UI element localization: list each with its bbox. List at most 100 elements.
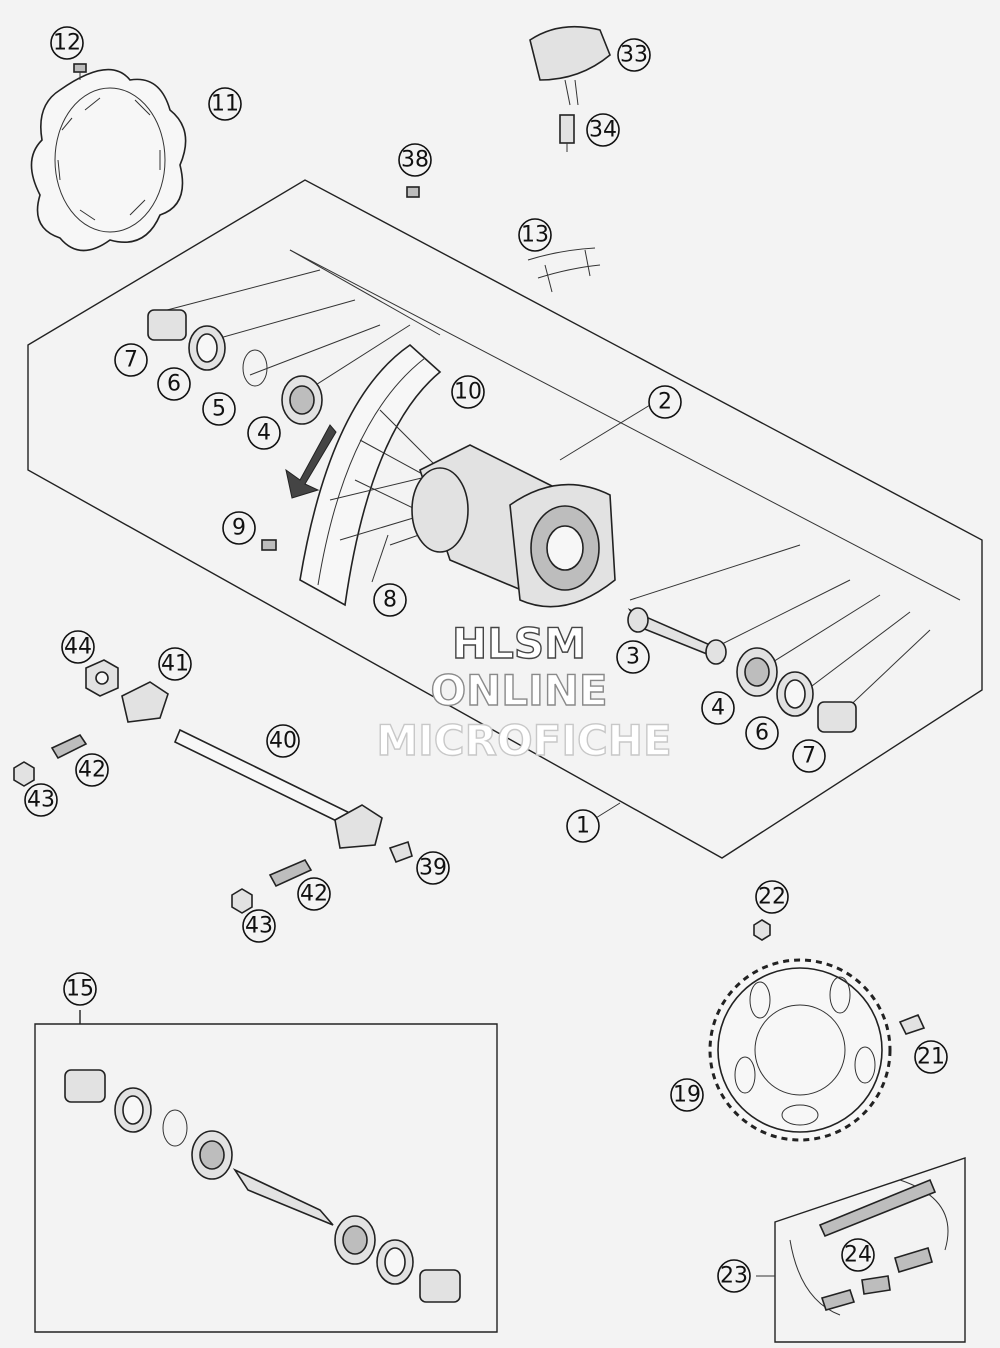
- svg-text:40: 40: [269, 729, 297, 754]
- svg-text:24: 24: [844, 1243, 872, 1268]
- callout-3[interactable]: 3: [616, 640, 650, 674]
- circlip-left-icon: [242, 349, 268, 387]
- nut-left-icon: [13, 761, 35, 787]
- callout-34[interactable]: 34: [586, 113, 620, 147]
- nut-right-icon: [231, 888, 253, 914]
- sprocket-bolt-icon: [898, 1013, 926, 1035]
- callout-33[interactable]: 33: [617, 38, 651, 72]
- callout-8[interactable]: 8: [373, 583, 407, 617]
- svg-text:42: 42: [78, 758, 106, 783]
- callout-40[interactable]: 40: [266, 724, 300, 758]
- svg-text:1: 1: [576, 814, 590, 839]
- chain-adjuster-right-icon: [334, 804, 383, 849]
- svg-text:23: 23: [720, 1264, 748, 1289]
- watermark: HLSM ONLINE MICROFICHE: [376, 618, 673, 765]
- svg-text:9: 9: [232, 516, 246, 541]
- svg-text:15: 15: [66, 977, 94, 1002]
- watermark-line1: HLSM: [452, 619, 586, 668]
- chain-block-icon: [529, 25, 611, 106]
- callout-43a[interactable]: 43: [24, 783, 58, 817]
- callout-43b[interactable]: 43: [242, 909, 276, 943]
- callout-6a[interactable]: 6: [157, 367, 191, 401]
- callout-2[interactable]: 2: [648, 385, 682, 419]
- chain-box: [756, 1157, 966, 1343]
- svg-text:8: 8: [383, 588, 397, 613]
- bearing-kit-box: [34, 1010, 498, 1333]
- callout-12[interactable]: 12: [50, 26, 84, 60]
- plug-39-icon: [388, 840, 413, 864]
- svg-text:13: 13: [521, 223, 549, 248]
- chain-adjuster-left-icon: [121, 681, 169, 723]
- callout-21[interactable]: 21: [914, 1040, 948, 1074]
- callout-15[interactable]: 15: [63, 972, 97, 1006]
- svg-text:44: 44: [64, 635, 92, 660]
- svg-text:34: 34: [589, 118, 617, 143]
- callout-6b[interactable]: 6: [745, 716, 779, 750]
- bolt-34-icon: [559, 114, 575, 152]
- adjuster-screw-right-icon: [268, 858, 313, 888]
- callouts: 1 2 3 4 4 5 6 6 7 7 8 9 10 11 12 13 15 1…: [24, 26, 948, 1293]
- callout-9[interactable]: 9: [222, 511, 256, 545]
- svg-text:2: 2: [658, 390, 672, 415]
- callout-44[interactable]: 44: [61, 630, 95, 664]
- svg-text:43: 43: [27, 788, 55, 813]
- callout-7a[interactable]: 7: [114, 343, 148, 377]
- svg-text:42: 42: [300, 882, 328, 907]
- svg-text:6: 6: [167, 372, 181, 397]
- svg-text:19: 19: [673, 1083, 701, 1108]
- svg-text:43: 43: [245, 914, 273, 939]
- callout-19[interactable]: 19: [670, 1078, 704, 1112]
- svg-text:4: 4: [711, 696, 725, 721]
- bearing-left-icon: [281, 375, 323, 425]
- callout-42b[interactable]: 42: [297, 877, 331, 911]
- callout-4b[interactable]: 4: [701, 691, 735, 725]
- sprocket-icon: [708, 958, 892, 1142]
- spoke-nipple-icon: [261, 539, 277, 551]
- rim-icon: [299, 343, 442, 607]
- svg-text:38: 38: [401, 148, 429, 173]
- callout-1[interactable]: 1: [566, 809, 600, 843]
- spacer-right-icon: [817, 701, 857, 733]
- adjuster-screw-left-icon: [50, 733, 88, 760]
- svg-text:11: 11: [211, 92, 239, 117]
- svg-text:21: 21: [917, 1045, 945, 1070]
- valve-cap-icon: [406, 186, 420, 198]
- callout-7b[interactable]: 7: [792, 739, 826, 773]
- callout-13[interactable]: 13: [518, 218, 552, 252]
- callout-39[interactable]: 39: [416, 851, 450, 885]
- callout-11[interactable]: 11: [208, 87, 242, 121]
- seal-right-icon: [776, 671, 814, 717]
- svg-text:7: 7: [802, 744, 816, 769]
- svg-text:41: 41: [161, 652, 189, 677]
- disc-bolt-icon: [73, 63, 87, 80]
- callout-23[interactable]: 23: [717, 1259, 751, 1293]
- callout-38[interactable]: 38: [398, 143, 432, 177]
- callout-4a[interactable]: 4: [247, 416, 281, 450]
- svg-text:5: 5: [212, 397, 226, 422]
- svg-text:3: 3: [626, 645, 640, 670]
- bearing-right-icon: [736, 647, 778, 697]
- svg-text:6: 6: [755, 721, 769, 746]
- callout-42a[interactable]: 42: [75, 753, 109, 787]
- distance-sleeve-icon: [627, 607, 727, 665]
- seal-left-icon: [188, 325, 226, 371]
- spacer-left-icon: [147, 309, 187, 341]
- callout-24[interactable]: 24: [841, 1238, 875, 1272]
- rim-band-icon: [527, 247, 601, 293]
- watermark-line2: ONLINE: [430, 666, 607, 715]
- svg-text:22: 22: [758, 885, 786, 910]
- svg-text:12: 12: [53, 31, 81, 56]
- hub-icon: [411, 401, 656, 608]
- callout-41[interactable]: 41: [158, 647, 192, 681]
- hub-exploded-lines: [147, 249, 961, 716]
- brake-disc-icon: [30, 68, 187, 252]
- axle-nut-icon: [85, 659, 119, 697]
- svg-text:10: 10: [454, 380, 482, 405]
- svg-text:4: 4: [257, 421, 271, 446]
- callout-10[interactable]: 10: [451, 375, 485, 409]
- callout-5[interactable]: 5: [202, 392, 236, 426]
- sprocket-nut-icon: [753, 919, 771, 941]
- callout-22[interactable]: 22: [755, 880, 789, 914]
- svg-text:33: 33: [620, 43, 648, 68]
